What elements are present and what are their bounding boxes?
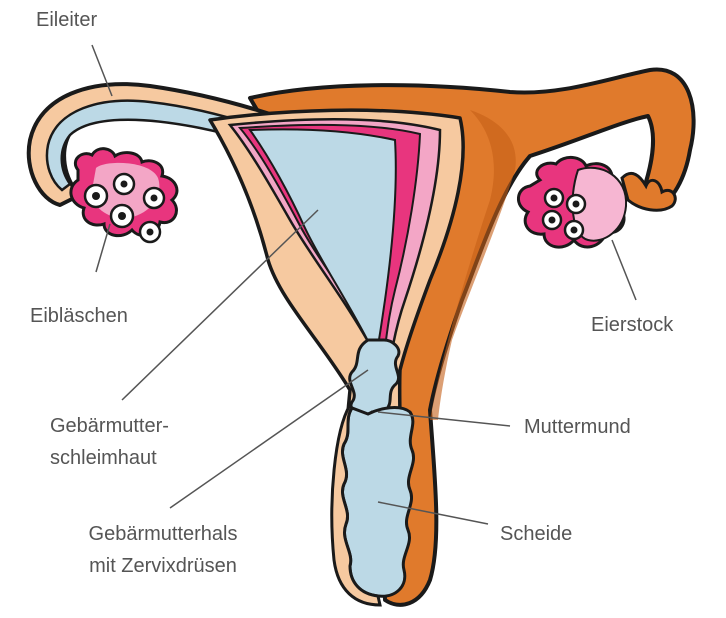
left-ovary [71, 149, 177, 242]
label-gebaermutterhals-line1: Gebärmutterhals [58, 520, 268, 549]
label-eiblaeschen: Eibläschen [30, 302, 128, 331]
label-eileiter: Eileiter [36, 6, 97, 35]
label-eierstock: Eierstock [591, 311, 673, 340]
label-gebaermutterschleimhaut-line1: Gebärmutter- [50, 412, 169, 441]
label-scheide: Scheide [500, 520, 572, 549]
vagina-lumen [342, 408, 413, 597]
label-muttermund: Muttermund [524, 413, 631, 442]
label-gebaermutterhals-line2: mit Zervixdrüsen [58, 552, 268, 581]
leader-eiblaeschen [96, 224, 110, 272]
right-ovary [518, 157, 626, 247]
label-gebaermutterschleimhaut-line2: schleimhaut [50, 444, 157, 473]
leader-eierstock [612, 240, 636, 300]
